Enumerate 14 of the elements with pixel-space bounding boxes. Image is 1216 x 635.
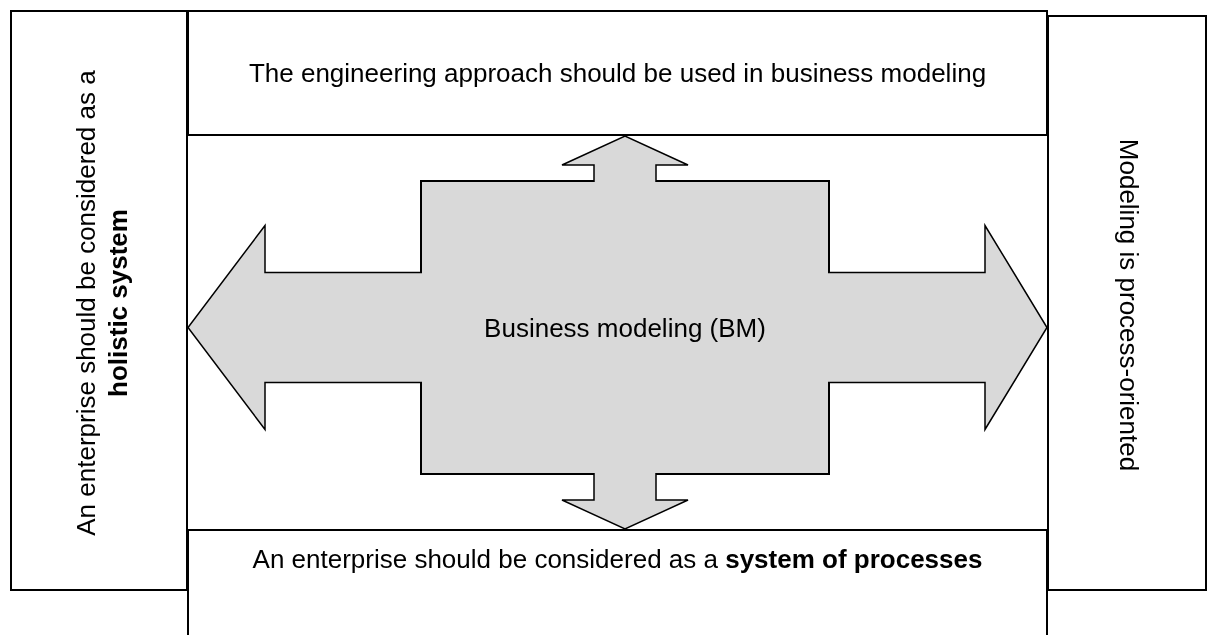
node-text: An enterprise should be considered as a holistic system: [69, 68, 133, 538]
statement-box: [10, 10, 188, 591]
node-text: An enterprise should be considered as a system of processes: [252, 543, 983, 575]
central-box: [420, 180, 830, 475]
statement-box: [187, 10, 1048, 136]
statement-box: [187, 529, 1048, 635]
node-text: Business modeling (BM): [484, 311, 766, 344]
block-arrow: [187, 223, 423, 432]
statement-box: [1047, 15, 1207, 591]
block-arrow: [561, 135, 689, 183]
block-arrow: [561, 472, 689, 530]
block-arrow: [827, 222, 1048, 433]
node-text: Modeling is process-oriented: [1113, 138, 1145, 472]
node-text: The engineering approach should be used in business modeling: [248, 57, 987, 89]
